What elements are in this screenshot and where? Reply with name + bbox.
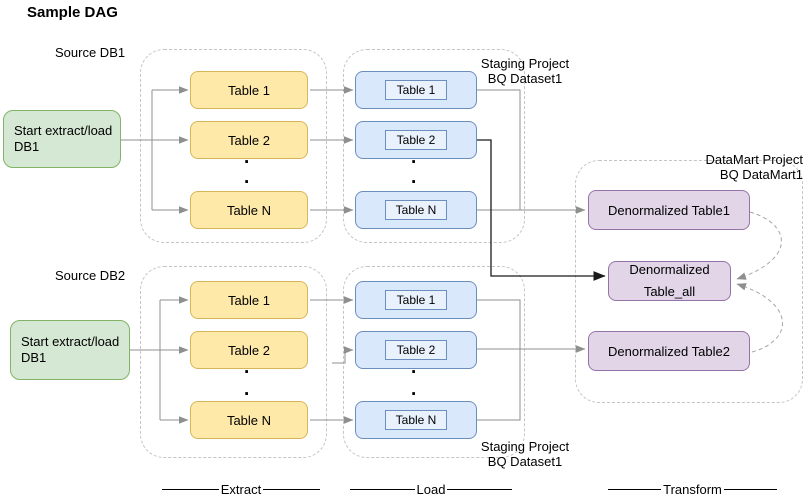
start-node-line1: Start extract/load — [21, 334, 120, 349]
table-chip: Table N — [385, 410, 447, 430]
staging-label-db1: Staging Project BQ Dataset1 — [470, 56, 580, 86]
datamart-label: DataMart Project BQ DataMart1 — [688, 152, 803, 182]
start-node-line2: DB1 — [14, 139, 40, 154]
extract-table-node: Table 2 — [190, 331, 308, 369]
phase-load: Load — [350, 481, 513, 497]
phase-extract-label: Extract — [220, 481, 262, 497]
table-chip: Table 2 — [385, 130, 447, 150]
ellipsis-dot: . — [411, 147, 417, 168]
denormalized-table2-node: Denormalized Table2 — [588, 331, 750, 371]
staging-label-line1: Staging Project — [480, 56, 570, 71]
ellipsis-dot: . — [411, 379, 417, 400]
load-table-node: Table 2 — [355, 331, 477, 369]
ellipsis-dot: . — [411, 357, 417, 378]
extract-group-db2 — [140, 266, 327, 458]
datamart-group — [575, 160, 803, 403]
phase-line — [608, 488, 662, 490]
extract-table-node: Table N — [190, 401, 308, 439]
staging-label-line1: Staging Project — [480, 439, 570, 454]
table-chip: Table 1 — [385, 290, 447, 310]
start-node-line2: DB1 — [21, 350, 47, 365]
ellipsis-dot: . — [244, 357, 250, 378]
phase-line — [447, 488, 513, 490]
staging-label-line2: BQ Dataset1 — [487, 71, 563, 86]
denormalized-table1-node: Denormalized Table1 — [588, 190, 750, 230]
load-table-node: Table N — [355, 191, 477, 229]
phase-line — [162, 488, 219, 490]
source-db2-label: Source DB2 — [55, 268, 126, 283]
denormalized-all-line1: Denormalized — [629, 262, 710, 277]
load-table-node: Table 1 — [355, 281, 477, 319]
phase-transform-label: Transform — [663, 481, 722, 497]
extract-table-node: Table 2 — [190, 121, 308, 159]
phase-line — [723, 488, 777, 490]
extract-table-node: Table N — [190, 191, 308, 229]
phase-line — [350, 488, 415, 490]
phase-transform: Transform — [608, 481, 777, 497]
table-chip: Table 2 — [385, 340, 447, 360]
datamart-label-line1: DataMart Project — [705, 152, 803, 167]
phase-load-label: Load — [416, 481, 446, 497]
staging-label-db2: Staging Project BQ Dataset1 — [470, 439, 580, 469]
staging-label-line2: BQ Dataset1 — [487, 454, 563, 469]
source-db1-label: Source DB1 — [55, 45, 126, 60]
start-node-db1: Start extract/load DB1 — [3, 110, 121, 168]
load-table-node: Table N — [355, 401, 477, 439]
denormalized-table-all-node: Denormalized Table_all — [608, 261, 731, 301]
phase-extract: Extract — [162, 481, 320, 497]
ellipsis-dot: . — [411, 167, 417, 188]
page-title: Sample DAG — [27, 4, 118, 21]
datamart-label-line2: BQ DataMart1 — [719, 167, 803, 182]
start-node-line1: Start extract/load — [14, 123, 113, 138]
table-chip: Table 1 — [385, 80, 447, 100]
denormalized-all-line2: Table_all — [643, 284, 696, 299]
extract-table-node: Table 1 — [190, 71, 308, 109]
start-node-db2: Start extract/load DB1 — [10, 320, 130, 380]
phase-line — [263, 488, 320, 490]
load-table-node: Table 1 — [355, 71, 477, 109]
load-table-node: Table 2 — [355, 121, 477, 159]
table-chip: Table N — [385, 200, 447, 220]
ellipsis-dot: . — [244, 379, 250, 400]
extract-table-node: Table 1 — [190, 281, 308, 319]
extract-group-db1 — [140, 49, 327, 243]
ellipsis-dot: . — [244, 147, 250, 168]
ellipsis-dot: . — [244, 167, 250, 188]
